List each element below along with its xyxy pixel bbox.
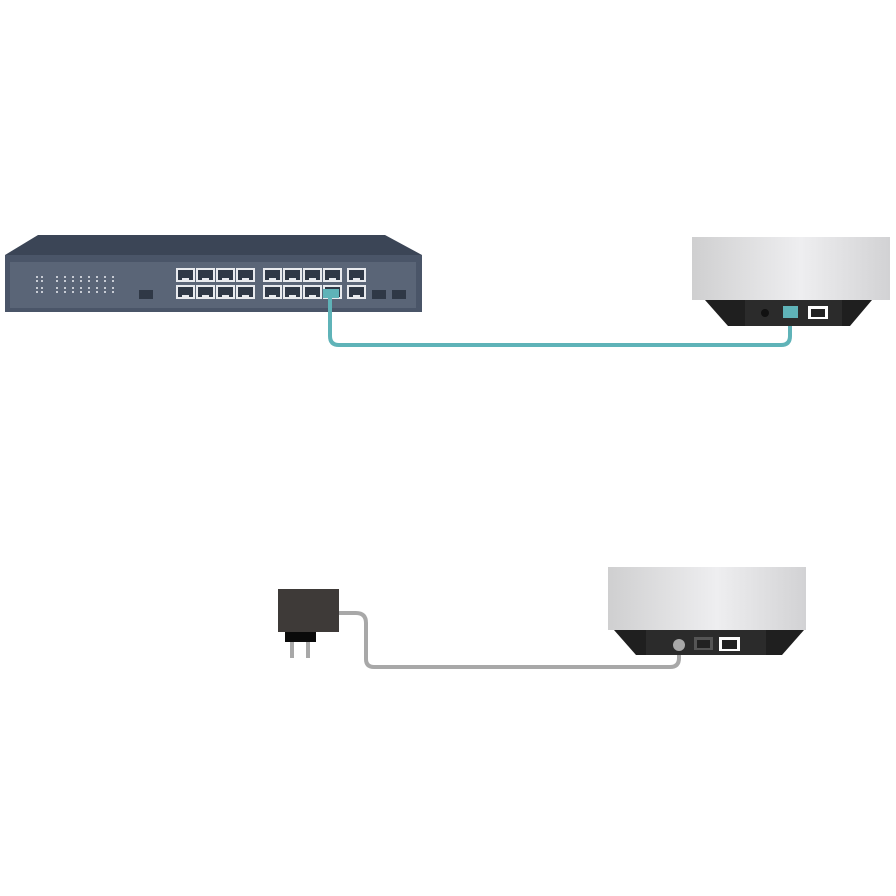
status-led [64, 276, 66, 278]
status-led [80, 291, 82, 293]
access-point-icon [692, 237, 890, 326]
status-led [96, 280, 98, 282]
status-led [112, 280, 114, 282]
status-led [104, 287, 106, 289]
status-led [56, 276, 58, 278]
status-led [112, 291, 114, 293]
network-switch-icon [5, 235, 422, 312]
cable-plug-ap [783, 306, 798, 318]
status-led [64, 291, 66, 293]
cable-plug-switch [323, 289, 339, 298]
status-led [56, 280, 58, 282]
status-led [36, 291, 38, 293]
status-led [112, 276, 114, 278]
status-led [36, 287, 38, 289]
status-led [96, 291, 98, 293]
access-point-icon [608, 567, 806, 655]
status-led [104, 276, 106, 278]
status-led [41, 280, 43, 282]
status-led [72, 280, 74, 282]
status-led [72, 276, 74, 278]
status-led [104, 280, 106, 282]
status-led [80, 280, 82, 282]
status-led [88, 287, 90, 289]
power-adapter-icon [278, 589, 339, 658]
status-led [96, 276, 98, 278]
status-led [72, 291, 74, 293]
ethernet-cable [328, 296, 792, 347]
status-led [80, 287, 82, 289]
status-led [112, 287, 114, 289]
status-led [64, 287, 66, 289]
status-led [36, 276, 38, 278]
status-led [41, 276, 43, 278]
status-led [88, 291, 90, 293]
status-led [56, 291, 58, 293]
status-led [80, 276, 82, 278]
status-led [41, 287, 43, 289]
status-led [72, 287, 74, 289]
status-led [41, 291, 43, 293]
power-cable [339, 611, 681, 669]
status-leds [36, 276, 114, 293]
status-led [88, 280, 90, 282]
status-led [64, 280, 66, 282]
status-led [104, 291, 106, 293]
status-led [56, 287, 58, 289]
status-led [96, 287, 98, 289]
status-led [36, 280, 38, 282]
status-led [88, 276, 90, 278]
